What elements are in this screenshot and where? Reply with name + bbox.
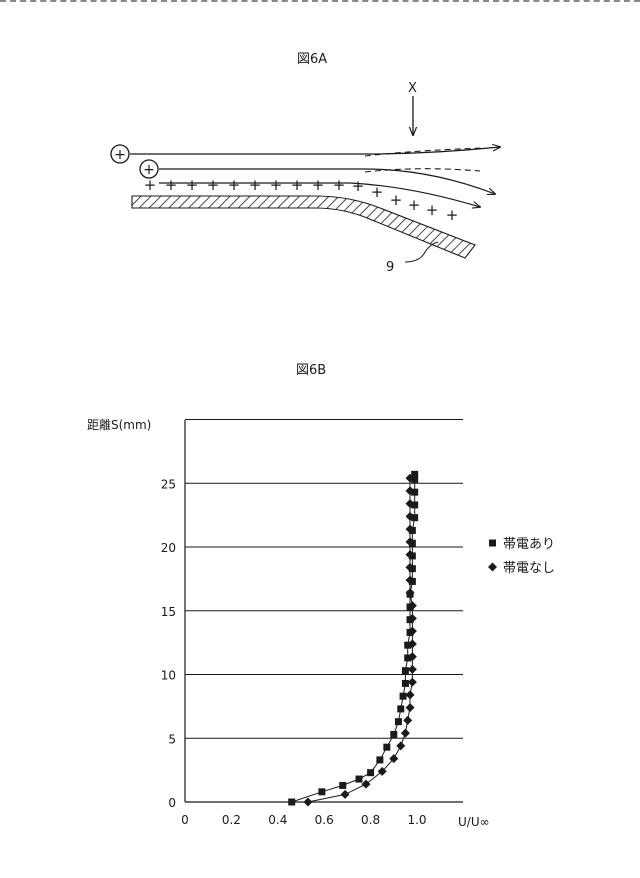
point-s1-1 xyxy=(288,799,295,806)
surface-charge-13: + xyxy=(390,191,403,209)
series-line-1 xyxy=(292,474,415,802)
y-tick-20: 20 xyxy=(161,541,176,555)
point-s1-6 xyxy=(376,756,383,763)
surface-9 xyxy=(132,196,475,258)
point-s2-12 xyxy=(408,665,417,674)
chart-grid xyxy=(185,420,463,739)
point-s2-11 xyxy=(408,678,417,687)
surface-charge-2: + xyxy=(165,176,178,194)
point-s1-5 xyxy=(367,769,374,776)
surface-charge-7: + xyxy=(270,176,283,194)
particle-1: + xyxy=(111,145,129,163)
point-s2-6 xyxy=(396,741,405,750)
y-tick-5: 5 xyxy=(168,732,176,746)
legend-marker-2 xyxy=(488,563,497,572)
chart-series xyxy=(288,471,418,807)
part-label-9: 9 xyxy=(386,260,394,275)
flow-line-1 xyxy=(130,147,500,154)
point-s1-3 xyxy=(339,782,346,789)
point-s2-7 xyxy=(401,729,410,738)
legend-label-1: 帯電あり xyxy=(503,537,555,552)
x-tick-0: 0 xyxy=(181,813,189,827)
surface-charge-11: + xyxy=(352,177,365,195)
point-s2-3 xyxy=(361,780,370,789)
x-tick-0.8: 0.8 xyxy=(361,813,380,827)
point-s1-4 xyxy=(356,776,363,783)
figure-b-title: 図6B xyxy=(296,359,326,378)
surface-charge-3: + xyxy=(186,176,199,194)
point-s2-9 xyxy=(406,703,415,712)
y-tick-15: 15 xyxy=(161,605,176,619)
point-s1-9 xyxy=(395,718,402,725)
surface-charge-4: + xyxy=(207,176,220,194)
x-tick-0.4: 0.4 xyxy=(268,813,287,827)
surface-charge-16: + xyxy=(446,206,459,224)
x-axis-label: U/U∞ xyxy=(458,815,490,829)
surface-charge-9: + xyxy=(312,176,325,194)
surface-charge-10: + xyxy=(333,176,346,194)
point-s1-11 xyxy=(400,693,407,700)
y-axis-label: 距離S(mm) xyxy=(87,418,151,432)
surface-charge-5: + xyxy=(228,176,241,194)
surface-charge-1: + xyxy=(144,176,157,194)
point-s2-1 xyxy=(303,798,312,807)
point-s2-8 xyxy=(403,716,412,725)
x-tick-0.6: 0.6 xyxy=(315,813,334,827)
point-s1-13 xyxy=(402,667,409,674)
point-s1-7 xyxy=(383,744,390,751)
legend-label-2: 帯電なし xyxy=(503,561,555,576)
legend-marker-1 xyxy=(489,540,496,547)
figure-a-diagram: X + + ++++++++++++++++ 9 xyxy=(0,70,640,290)
point-s2-10 xyxy=(406,690,415,699)
surface-charge-12: + xyxy=(371,183,384,201)
x-tick-0.2: 0.2 xyxy=(222,813,241,827)
x-arrow-label: X xyxy=(408,81,417,96)
point-s1-2 xyxy=(318,788,325,795)
surface-charge-6: + xyxy=(249,176,262,194)
point-s1-12 xyxy=(402,680,409,687)
surface-charge-15: + xyxy=(426,201,439,219)
y-tick-25: 25 xyxy=(161,477,176,491)
y-tick-0: 0 xyxy=(168,796,176,810)
surface-charge-14: + xyxy=(408,196,421,214)
particle-1-charge: + xyxy=(114,147,126,163)
y-tick-10: 10 xyxy=(161,669,176,683)
point-s1-10 xyxy=(397,705,404,712)
x-tick-labels: 0 0.2 0.4 0.6 0.8 1.0 xyxy=(181,813,426,827)
surface-charge-8: + xyxy=(291,176,304,194)
chart-legend: 帯電あり帯電なし xyxy=(488,537,555,576)
y-tick-labels: 0 5 10 15 20 25 xyxy=(161,477,176,810)
point-s1-8 xyxy=(390,731,397,738)
figure-a-title: 図6A xyxy=(297,48,327,67)
point-s2-2 xyxy=(341,790,350,799)
series-line-2 xyxy=(308,478,412,802)
chart-6b: 0 5 10 15 20 25 0 0.2 0.4 0.6 0.8 1.0 距離S(mm) U/U∞… xyxy=(0,400,640,840)
top-border xyxy=(0,0,640,4)
x-tick-1.0: 1.0 xyxy=(407,813,426,827)
